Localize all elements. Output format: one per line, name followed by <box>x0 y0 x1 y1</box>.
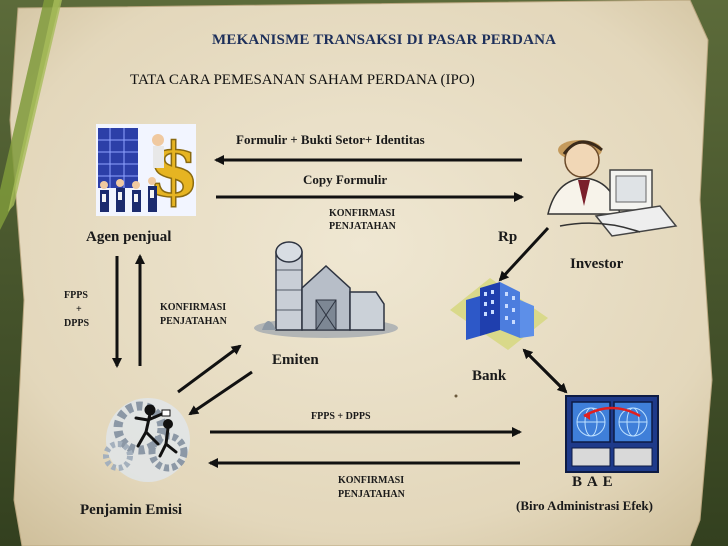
flow-fpps-dpps-label: FPPS + DPPS <box>311 411 371 422</box>
bank-label: Bank <box>472 368 507 384</box>
flow-copy-formulir-label: Copy Formulir <box>303 172 388 187</box>
agen-penjual-label: Agen penjual <box>86 229 172 245</box>
bank-icon <box>450 278 548 350</box>
flow-konfirmasi-bottom-1: KONFIRMASI <box>338 475 405 486</box>
flow-formulir-label: Formulir + Bukti Setor+ Identitas <box>236 132 425 147</box>
arrow-emiten-penjamin <box>188 370 253 416</box>
penjamin-emisi-label: Penjamin Emisi <box>80 502 183 518</box>
flow-fpps-2: + <box>76 304 82 315</box>
arrow-penjamin-emiten <box>177 344 242 394</box>
page-subtitle: TATA CARA PEMESANAN SAHAM PERDANA (IPO) <box>130 72 475 88</box>
flow-fpps-3: DPPS <box>64 318 89 329</box>
emiten-icon <box>254 241 398 338</box>
flow-fpps-1: FPPS <box>64 290 88 301</box>
page-title: MEKANISME TRANSAKSI DI PASAR PERDANA <box>212 32 557 48</box>
bae-label: B A E <box>572 474 614 490</box>
arrow-bae-bank <box>522 348 568 394</box>
flow-konfirmasi-bottom-2: PENJATAHAN <box>338 489 405 500</box>
arrow-investor-bank <box>498 226 550 282</box>
bae-icon <box>565 395 659 473</box>
investor-label: Investor <box>570 256 624 272</box>
penjamin-emisi-icon <box>103 398 190 482</box>
flow-rp-label: Rp <box>498 229 518 245</box>
flow-konfirmasi-top-1: KONFIRMASI <box>329 208 396 219</box>
flow-konfirmasi-top-2: PENJATAHAN <box>329 221 396 232</box>
flow-konfirmasi-left-2: PENJATAHAN <box>160 316 227 327</box>
emiten-label: Emiten <box>272 352 319 368</box>
agen-penjual-icon: $ <box>96 124 200 216</box>
investor-icon <box>547 140 678 237</box>
bae-full-label: (Biro Administrasi Efek) <box>516 498 653 513</box>
flow-konfirmasi-left-1: KONFIRMASI <box>160 302 227 313</box>
